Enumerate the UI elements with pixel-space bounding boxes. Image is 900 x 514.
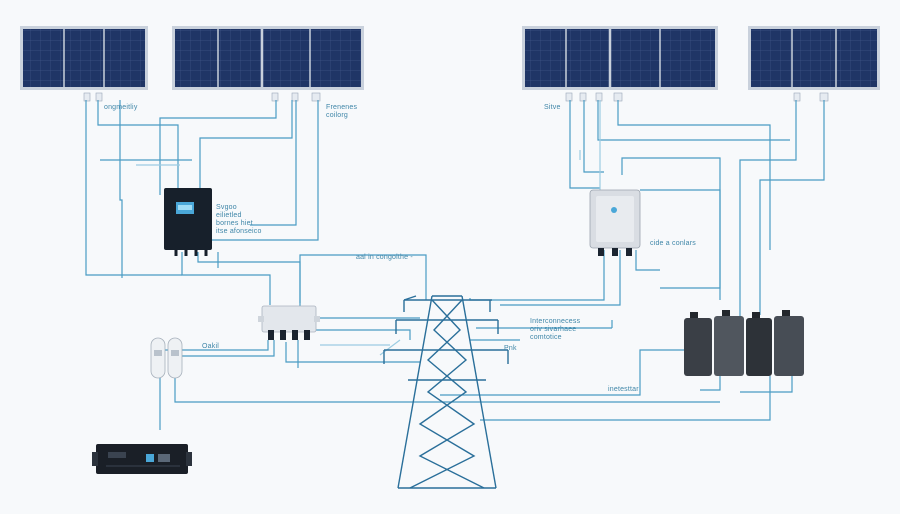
- solar-panel-icon: [748, 26, 880, 90]
- label-right-inverter: cide a conlars: [650, 240, 696, 247]
- solar-panel-icon: [522, 26, 718, 90]
- battery-bank-icon: [684, 310, 804, 376]
- label-left-inverter: Svgoo eilietled bornes hiet itse afonsei…: [216, 204, 262, 235]
- meter-icon: [167, 337, 183, 379]
- label-tower-right: Pnk: [504, 345, 517, 352]
- solar-panel-icon: [20, 26, 148, 90]
- combiner-box-icon: [589, 189, 641, 256]
- label-top-right: Sitve: [544, 104, 561, 111]
- transmission-tower-icon: [383, 295, 509, 489]
- junction-box-icon: [258, 305, 320, 340]
- wiring: [85, 100, 825, 430]
- label-bottom-right: inetesttar: [608, 386, 639, 393]
- label-interconnect: Interconnecess oriv sivarhaee comtotice: [530, 318, 581, 341]
- label-top-center: Frenenes coilorg: [326, 104, 358, 119]
- rack-unit-icon: [92, 444, 192, 474]
- meter-icon: [150, 337, 166, 379]
- label-left-mid: Oakil: [202, 343, 219, 350]
- label-center: aal in congolthe -: [356, 254, 413, 261]
- solar-panel-icon: [172, 26, 364, 90]
- inverter-icon: [164, 188, 212, 256]
- connector-icons: [83, 92, 829, 102]
- label-top-left: ongmeitliy: [104, 104, 138, 111]
